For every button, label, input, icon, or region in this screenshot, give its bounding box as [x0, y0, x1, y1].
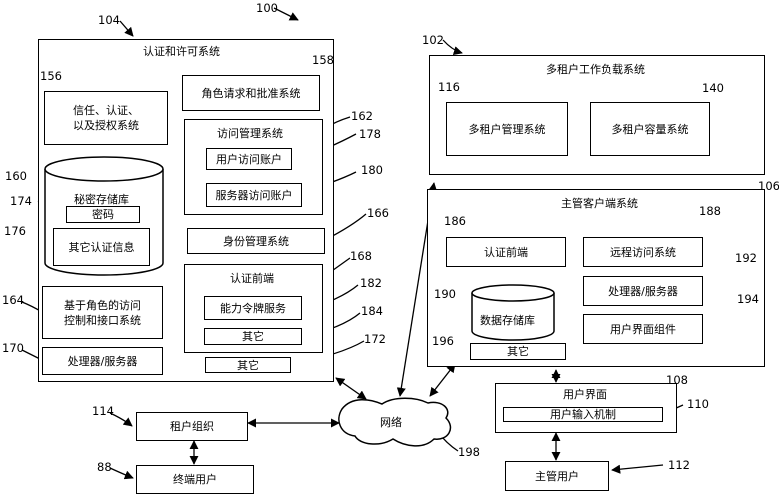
tenant-organization-label: 租户组织 — [170, 420, 214, 433]
ref-140: 140 — [702, 81, 724, 95]
ref-174: 174 — [10, 194, 32, 208]
password-label: 密码 — [92, 208, 114, 221]
auth-frontend-other-box: 其它 — [204, 328, 302, 345]
network-label: 网络 — [380, 416, 402, 429]
network-cloud — [338, 397, 452, 447]
host-other-box: 其它 — [470, 343, 566, 360]
ref-88: 88 — [97, 460, 112, 474]
link-auth-network — [335, 377, 367, 400]
auth-processor-server-label: 处理器/服务器 — [67, 354, 138, 368]
host-auth-frontend-label: 认证前端 — [484, 245, 528, 259]
ref-116: 116 — [438, 80, 460, 94]
ref-196: 196 — [432, 334, 454, 348]
ref-162: 162 — [351, 109, 373, 123]
ref-176: 176 — [4, 224, 26, 238]
end-user-box: 终端用户 — [136, 465, 254, 494]
capability-token-service-box: 能力令牌服务 — [204, 296, 302, 320]
admin-user-box: 主管用户 — [505, 461, 609, 491]
ui-component-box: 用户界面组件 — [583, 314, 703, 344]
ref-184: 184 — [361, 304, 383, 318]
identity-management-label: 身份管理系统 — [223, 234, 289, 248]
trust-auth-system-label: 信任、认证、 以及授权系统 — [73, 104, 139, 132]
ref-110: 110 — [687, 397, 709, 411]
ref-188: 188 — [699, 204, 721, 218]
ref-186: 186 — [444, 214, 466, 228]
rbac-system-box: 基于角色的访问 控制和接口系统 — [42, 286, 163, 339]
other-auth-info-box: 其它认证信息 — [53, 228, 150, 266]
ref-180: 180 — [361, 163, 383, 177]
ui-component-label: 用户界面组件 — [610, 322, 676, 336]
multi-tenant-capacity-label: 多租户容量系统 — [611, 122, 689, 136]
auth-processor-server-box: 处理器/服务器 — [42, 347, 163, 375]
user-interface-title: 用户界面 — [563, 388, 607, 401]
multi-tenant-mgmt-box: 多租户管理系统 — [446, 102, 568, 156]
user-access-account-label: 用户访问账户 — [216, 152, 282, 166]
ref-192: 192 — [735, 251, 757, 265]
ref-198: 198 — [458, 445, 480, 459]
end-user-label: 终端用户 — [173, 473, 217, 486]
leader-112 — [611, 464, 664, 474]
ref-190: 190 — [434, 287, 456, 301]
user-input-mechanism-box: 用户输入机制 — [503, 407, 663, 422]
ref-104: 104 — [98, 13, 120, 27]
host-processor-server-label: 处理器/服务器 — [608, 284, 678, 298]
admin-user-label: 主管用户 — [535, 469, 579, 483]
remote-access-system-label: 远程访问系统 — [610, 245, 676, 259]
auth-frontend-title: 认证前端 — [230, 272, 274, 285]
ref-182: 182 — [360, 276, 382, 290]
auth-other-label: 其它 — [237, 358, 259, 372]
ref-160: 160 — [5, 169, 27, 183]
ref-114: 114 — [92, 404, 114, 418]
ref-108: 108 — [666, 373, 688, 387]
auth-license-system-title: 认证和许可系统 — [143, 45, 220, 58]
ref-172: 172 — [364, 332, 386, 346]
multi-tenant-workload-title: 多租户工作负载系统 — [546, 63, 645, 76]
ref-194: 194 — [737, 292, 759, 306]
access-management-title: 访问管理系统 — [217, 127, 283, 140]
ref-178: 178 — [359, 127, 381, 141]
ref-166: 166 — [367, 206, 389, 220]
remote-access-system-box: 远程访问系统 — [583, 237, 703, 267]
capability-token-service-label: 能力令牌服务 — [220, 301, 286, 315]
ref-100: 100 — [256, 1, 278, 15]
data-store-cylinder — [471, 284, 555, 341]
host-client-system-title: 主管客户端系统 — [561, 197, 638, 210]
data-store-label: 数据存储库 — [480, 314, 535, 327]
password-box: 密码 — [66, 206, 140, 223]
leader-102 — [442, 39, 463, 56]
host-other-label: 其它 — [507, 345, 529, 358]
tenant-organization-box: 租户组织 — [136, 412, 248, 441]
trust-auth-system-box: 信任、认证、 以及授权系统 — [44, 91, 168, 145]
ref-170: 170 — [2, 341, 24, 355]
leader-114 — [109, 412, 133, 427]
rbac-system-label: 基于角色的访问 控制和接口系统 — [64, 298, 141, 327]
ref-156: 156 — [40, 69, 62, 83]
link-host-network — [429, 363, 456, 397]
host-auth-frontend-box: 认证前端 — [446, 237, 566, 267]
identity-management-system-box: 身份管理系统 — [187, 228, 325, 254]
server-access-account-box: 服务器访问账户 — [206, 183, 302, 207]
ref-106: 106 — [758, 179, 779, 193]
ref-112: 112 — [668, 458, 690, 472]
user-input-mechanism-label: 用户输入机制 — [550, 408, 616, 421]
leader-100 — [273, 7, 299, 21]
multi-tenant-capacity-box: 多租户容量系统 — [590, 102, 710, 156]
server-access-account-label: 服务器访问账户 — [215, 188, 293, 202]
secret-store-label: 秘密存储库 — [74, 193, 129, 206]
leader-104 — [119, 20, 134, 37]
ref-158: 158 — [312, 53, 334, 67]
user-access-account-box: 用户访问账户 — [206, 148, 292, 170]
auth-frontend-other-label: 其它 — [242, 330, 264, 343]
other-auth-info-label: 其它认证信息 — [68, 240, 135, 254]
ref-102: 102 — [422, 33, 444, 47]
multi-tenant-mgmt-label: 多租户管理系统 — [468, 122, 546, 136]
auth-other-box: 其它 — [205, 357, 291, 373]
ref-168: 168 — [350, 249, 372, 263]
ref-164: 164 — [2, 293, 24, 307]
leader-88 — [109, 467, 134, 480]
host-processor-server-box: 处理器/服务器 — [583, 276, 703, 306]
role-request-system-box: 角色请求和批准系统 — [182, 75, 320, 111]
role-request-system-label: 角色请求和批准系统 — [201, 86, 301, 100]
